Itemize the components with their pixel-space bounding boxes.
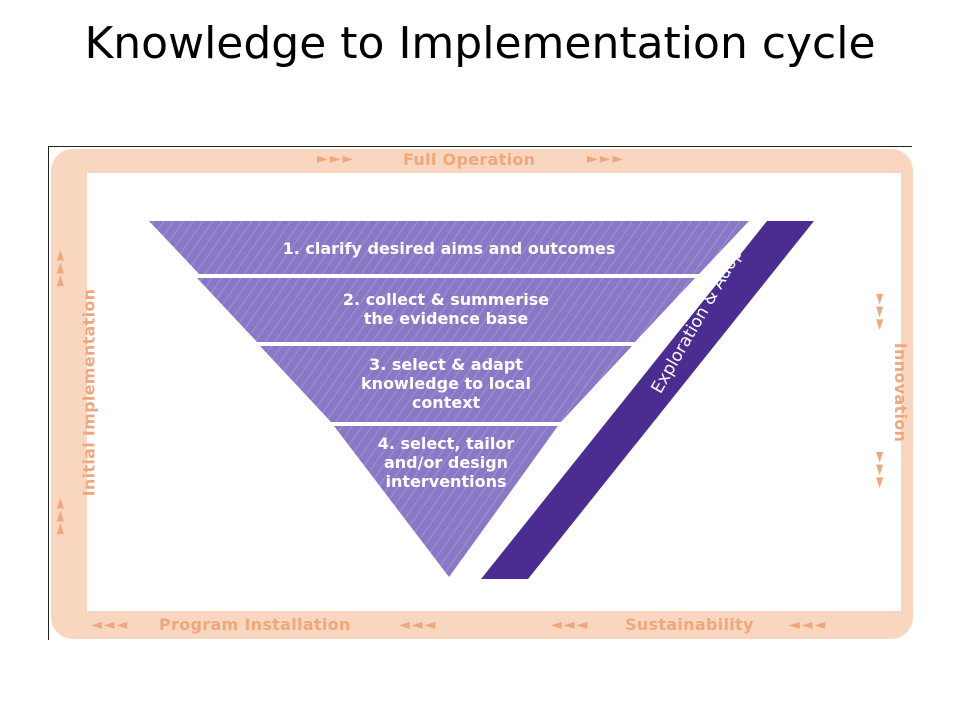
arrows-left-top: ►►►	[52, 247, 69, 287]
funnel-step-3	[260, 346, 632, 422]
step-4-line-1: 4. select, tailor	[377, 434, 515, 453]
diagram: ►►► Full Operation ►►► ◄◄◄ Program Insta…	[48, 146, 913, 640]
step-2-text: 2. collect & summerise the evidence base	[257, 290, 635, 328]
step-1-text: 1. clarify desired aims and outcomes	[199, 239, 699, 258]
label-sustainability: Sustainability	[625, 615, 754, 634]
step-4-line-3: interventions	[385, 472, 507, 491]
arrows-top-right: ►►►	[587, 151, 626, 167]
arrows-left-bottom: ►►►	[52, 495, 69, 535]
exploration-band	[481, 221, 814, 579]
arrows-right-top: ►►►	[872, 293, 889, 333]
label-program-installation: Program Installation	[159, 615, 351, 634]
step-3-text: 3. select & adapt knowledge to local con…	[331, 355, 561, 412]
label-full-operation: Full Operation	[403, 150, 536, 169]
arrows-bottom-2: ◄◄◄	[399, 617, 438, 633]
arrows-top-left: ►►►	[317, 151, 356, 167]
diagram-graphics	[51, 149, 913, 639]
step-2-line-1: 2. collect & summerise	[342, 290, 550, 309]
step-3-line-1: 3. select & adapt	[369, 355, 523, 374]
funnel-step-2	[197, 278, 695, 342]
funnel-step-4	[334, 426, 558, 577]
step-1-line-1: 1. clarify desired aims and outcomes	[282, 239, 616, 258]
step-4-text: 4. select, tailor and/or design interven…	[349, 434, 543, 491]
step-3-line-2: knowledge to local	[361, 374, 531, 393]
step-2-line-2: the evidence base	[363, 309, 529, 328]
arrows-right-bottom: ►►►	[872, 451, 889, 491]
arrows-bottom-3: ◄◄◄	[551, 617, 590, 633]
step-3-line-3: context	[411, 393, 481, 412]
label-innovation: Innovation	[891, 342, 911, 443]
funnel-step-1	[149, 221, 749, 274]
arrows-bottom-1: ◄◄◄	[91, 617, 130, 633]
slide-title: Knowledge to Implementation cycle	[84, 18, 876, 69]
step-4-line-2: and/or design	[383, 453, 509, 472]
label-initial-implementation: Initial Implementation	[79, 288, 99, 497]
arrows-bottom-4: ◄◄◄	[789, 617, 828, 633]
